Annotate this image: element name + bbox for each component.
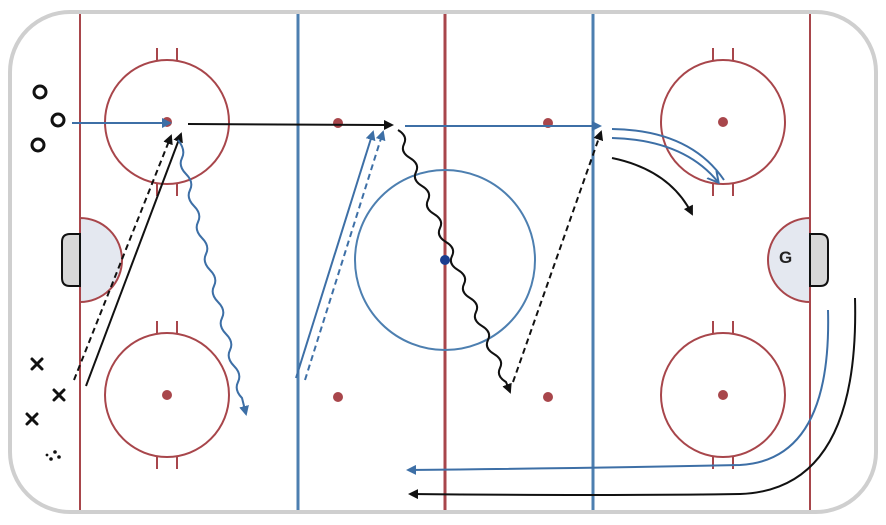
left-bottom-faceoff-circle bbox=[104, 321, 230, 469]
player-x bbox=[52, 388, 66, 402]
neutral-dot-left-top bbox=[333, 118, 343, 128]
pass-to-neutral bbox=[187, 119, 394, 130]
center-faceoff-dot bbox=[440, 255, 450, 265]
right-goal-crease bbox=[767, 216, 811, 304]
skate-into-zone-outer bbox=[611, 128, 725, 181]
center-circle bbox=[354, 169, 536, 351]
neutral-dot-right-bottom bbox=[543, 392, 553, 402]
skate-up-neutral-solid bbox=[295, 130, 376, 379]
skate-to-slot bbox=[611, 157, 693, 216]
pass-from-x-dashed bbox=[73, 134, 173, 381]
skate-into-zone-inner bbox=[611, 137, 718, 182]
defense-players-group bbox=[25, 357, 66, 426]
goalie-label: G bbox=[779, 248, 792, 267]
player-x bbox=[30, 357, 44, 371]
player-o bbox=[32, 84, 48, 100]
neutral-dot-left-bottom bbox=[333, 392, 343, 402]
puck-pile bbox=[45, 450, 61, 461]
skate-up-neutral-dashed bbox=[304, 130, 386, 381]
skate-with-puck-left bbox=[177, 139, 249, 416]
pass-to-right-blue bbox=[512, 130, 604, 383]
player-x bbox=[25, 412, 39, 426]
right-top-faceoff-circle bbox=[660, 48, 786, 196]
right-goal-net bbox=[809, 233, 829, 287]
skate-with-puck-center bbox=[397, 129, 512, 394]
return-skate-blue bbox=[406, 309, 830, 475]
player-o bbox=[50, 112, 66, 128]
left-goal-crease bbox=[79, 216, 123, 304]
return-skate-black bbox=[408, 297, 857, 500]
player-o bbox=[30, 137, 46, 153]
pass-from-x-solid bbox=[85, 132, 183, 387]
left-goal-net bbox=[61, 233, 81, 287]
offense-players-group bbox=[30, 84, 66, 153]
right-bottom-faceoff-circle bbox=[660, 321, 786, 469]
